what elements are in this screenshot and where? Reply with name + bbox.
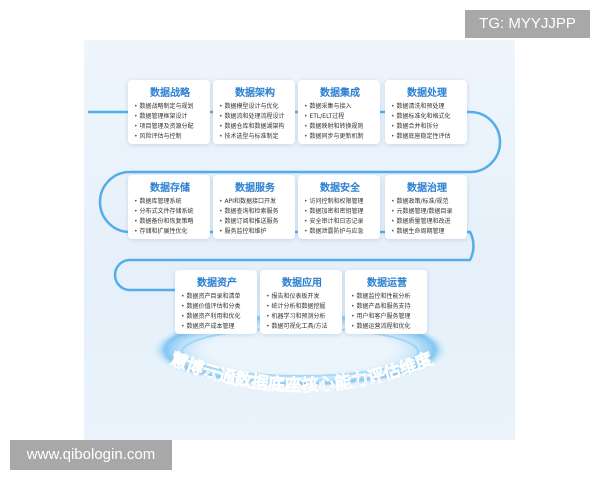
card-item: 数据模型设计与优化: [219, 102, 291, 112]
card-item: 数据可视化工具/方法: [266, 322, 338, 332]
card-item: 数据仓库和数据湖架构: [219, 122, 291, 132]
card-item: 数据合并和拆分: [391, 122, 463, 132]
card-list: 数据采集与接入ETL/ELT过程数据映射和转换规则数据同步与更新机制: [304, 102, 376, 142]
card-title: 数据处理: [407, 88, 447, 99]
card-0: 数据战略数据战略制定与规划数据管理框架设计项目管理及资源分配风险评估与控制: [128, 80, 210, 144]
card-item: 数据资产目录和清单: [181, 292, 253, 302]
card-title: 数据架构: [235, 88, 275, 99]
card-item: 数据产品和服务支持: [351, 302, 423, 312]
card-item: 用户和客户服务管理: [351, 312, 423, 322]
card-item: 访问控制和权限管理: [304, 197, 376, 207]
card-list: 数据库管理系统分布式文件存储系统数据备份和恢复策略存储和扩展性优化: [134, 197, 206, 237]
watermark-bottom-left: www.qibologin.com: [10, 440, 172, 470]
card-item: 数据监控和性能分析: [351, 292, 423, 302]
card-title: 数据运营: [367, 278, 407, 289]
card-list: 报告和仪表板开发统计分析和数据挖掘机器学习和预测分析数据可视化工具/方法: [266, 292, 338, 332]
card-item: 统计分析和数据挖掘: [266, 302, 338, 312]
card-list: API和数据接口开发数据查询和检索服务数据订阅和推送服务服务监控和维护: [219, 197, 291, 237]
card-title: 数据应用: [282, 278, 322, 289]
card-list: 数据模型设计与优化数据流和处理流程设计数据仓库和数据湖架构技术选型与标准制定: [219, 102, 291, 142]
card-5: 数据服务 API和数据接口开发数据查询和检索服务数据订阅和推送服务服务监控和维护: [213, 175, 295, 239]
card-item: 数据生命周期管理: [391, 227, 463, 237]
card-item: 数据清洗和预处理: [391, 102, 463, 112]
card-9: 数据应用报告和仪表板开发统计分析和数据挖掘机器学习和预测分析数据可视化工具/方法: [260, 270, 342, 334]
card-item: 项目管理及资源分配: [134, 122, 206, 132]
card-4: 数据存储数据库管理系统分布式文件存储系统数据备份和恢复策略存储和扩展性优化: [128, 175, 210, 239]
card-item: 数据战略制定与规划: [134, 102, 206, 112]
card-list: 数据政策/标准/规范元数据管理/数据目录数据质量管理和改进数据生命周期管理: [391, 197, 463, 237]
card-item: 数据政策/标准/规范: [391, 197, 463, 207]
card-item: 服务监控和维护: [219, 227, 291, 237]
card-title: 数据集成: [320, 88, 360, 99]
card-item: 数据资产利用和优化: [181, 312, 253, 322]
card-item: 数据加密和密钥管理: [304, 207, 376, 217]
card-title: 数据存储: [150, 183, 190, 194]
card-item: 数据库管理系统: [134, 197, 206, 207]
card-item: API和数据接口开发: [219, 197, 291, 207]
card-title: 数据治理: [407, 183, 447, 194]
card-item: 存储和扩展性优化: [134, 227, 206, 237]
card-list: 数据监控和性能分析数据产品和服务支持用户和客户服务管理数据运营流程和优化: [351, 292, 423, 332]
card-item: 数据同步与更新机制: [304, 132, 376, 142]
card-item: 分布式文件存储系统: [134, 207, 206, 217]
card-8: 数据资产数据资产目录和清单数据价值评估和分类数据资产利用和优化数据资产成本管理: [175, 270, 257, 334]
card-item: 数据价值评估和分类: [181, 302, 253, 312]
card-item: 数据泄露防护与应急: [304, 227, 376, 237]
card-item: ETL/ELT过程: [304, 112, 376, 122]
card-item: 风险评估与控制: [134, 132, 206, 142]
card-item: 数据订阅和推送服务: [219, 217, 291, 227]
card-title: 数据安全: [320, 183, 360, 194]
card-item: 报告和仪表板开发: [266, 292, 338, 302]
card-3: 数据处理数据清洗和预处理数据标准化和格式化数据合并和拆分数据底座稳定性评估: [385, 80, 467, 144]
card-title: 数据资产: [197, 278, 237, 289]
card-10: 数据运营数据监控和性能分析数据产品和服务支持用户和客户服务管理数据运营流程和优化: [345, 270, 427, 334]
card-item: 数据查询和检索服务: [219, 207, 291, 217]
card-item: 数据资产成本管理: [181, 322, 253, 332]
card-title: 数据服务: [235, 183, 275, 194]
card-list: 访问控制和权限管理数据加密和密钥管理安全审计和日志记录数据泄露防护与应急: [304, 197, 376, 237]
card-2: 数据集成数据采集与接入ETL/ELT过程数据映射和转换规则数据同步与更新机制: [298, 80, 380, 144]
card-item: 数据底座稳定性评估: [391, 132, 463, 142]
card-item: 数据备份和恢复策略: [134, 217, 206, 227]
card-item: 数据采集与接入: [304, 102, 376, 112]
card-6: 数据安全访问控制和权限管理数据加密和密钥管理安全审计和日志记录数据泄露防护与应急: [298, 175, 380, 239]
card-1: 数据架构数据模型设计与优化数据流和处理流程设计数据仓库和数据湖架构技术选型与标准…: [213, 80, 295, 144]
card-7: 数据治理数据政策/标准/规范元数据管理/数据目录数据质量管理和改进数据生命周期管…: [385, 175, 467, 239]
card-item: 数据质量管理和改进: [391, 217, 463, 227]
card-list: 数据战略制定与规划数据管理框架设计项目管理及资源分配风险评估与控制: [134, 102, 206, 142]
card-item: 数据流和处理流程设计: [219, 112, 291, 122]
card-title: 数据战略: [150, 88, 190, 99]
watermark-top-right: TG: MYYJJPP: [465, 10, 590, 38]
card-list: 数据资产目录和清单数据价值评估和分类数据资产利用和优化数据资产成本管理: [181, 292, 253, 332]
card-item: 数据映射和转换规则: [304, 122, 376, 132]
card-item: 技术选型与标准制定: [219, 132, 291, 142]
card-item: 元数据管理/数据目录: [391, 207, 463, 217]
card-item: 安全审计和日志记录: [304, 217, 376, 227]
card-item: 数据标准化和格式化: [391, 112, 463, 122]
card-list: 数据清洗和预处理数据标准化和格式化数据合并和拆分数据底座稳定性评估: [391, 102, 463, 142]
card-item: 数据运营流程和优化: [351, 322, 423, 332]
card-item: 机器学习和预测分析: [266, 312, 338, 322]
card-item: 数据管理框架设计: [134, 112, 206, 122]
